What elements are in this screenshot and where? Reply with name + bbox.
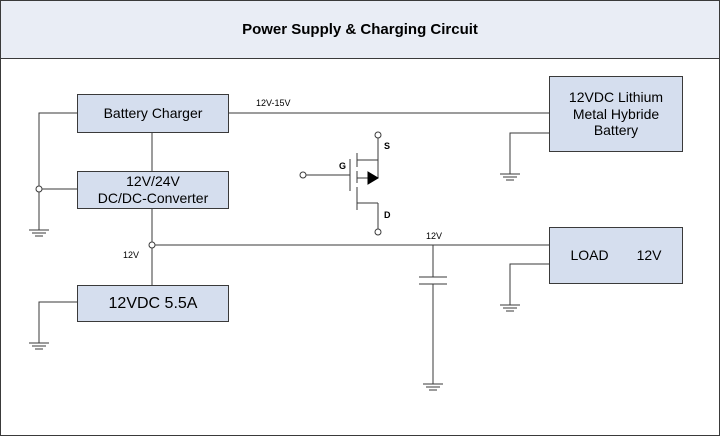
converter-out-label: 12V (123, 250, 140, 260)
capacitor-symbol (419, 245, 447, 384)
supply-ground-wire (38, 301, 77, 343)
battery-label-3: Battery (593, 122, 639, 139)
left-ground-rail (38, 112, 77, 230)
dc-converter-label-2: DC/DC-Converter (97, 190, 209, 206)
mosfet-symbol (303, 138, 379, 229)
ground-symbol-capacitor (423, 383, 443, 391)
left-junction-node (35, 185, 43, 193)
drain-label: D (384, 210, 391, 220)
output-junction-node (148, 241, 156, 249)
dc-converter-block: 12V/24V DC/DC-Converter (77, 171, 229, 209)
battery-block: 12VDC Lithium Metal Hybride Battery (549, 76, 683, 152)
drain-terminal (374, 228, 382, 236)
dc-converter-label-1: 12V/24V (126, 173, 180, 190)
load-voltage-label: 12V (636, 247, 662, 264)
page-title: Power Supply & Charging Circuit (242, 21, 478, 38)
load-name-label: LOAD (570, 247, 609, 264)
ground-symbol-supply (29, 342, 49, 350)
charge-line-label: 12V-15V (256, 98, 291, 108)
supply-12vdc-block: 12VDC 5.5A (77, 285, 229, 322)
gate-label: G (339, 161, 347, 171)
load-label-group: LOAD 12V (570, 247, 661, 264)
load-ground-wire (509, 263, 549, 305)
battery-label-1: 12VDC Lithium (568, 88, 664, 105)
bus-voltage-label: 12V (426, 231, 443, 241)
battery-label-2: Metal Hybride (572, 105, 660, 122)
source-terminal (374, 131, 382, 139)
battery-charger-label: Battery Charger (103, 105, 203, 122)
battery-charger-block: Battery Charger (77, 94, 229, 133)
title-bar: Power Supply & Charging Circuit (1, 1, 719, 59)
ground-symbol-left (29, 229, 49, 237)
gate-terminal (299, 171, 307, 179)
battery-ground-wire (509, 132, 549, 174)
ground-symbol-load (500, 304, 520, 312)
supply-12vdc-label: 12VDC 5.5A (108, 294, 198, 312)
source-label: S (384, 141, 391, 151)
load-block: LOAD 12V (549, 227, 683, 284)
ground-symbol-battery (500, 173, 520, 181)
